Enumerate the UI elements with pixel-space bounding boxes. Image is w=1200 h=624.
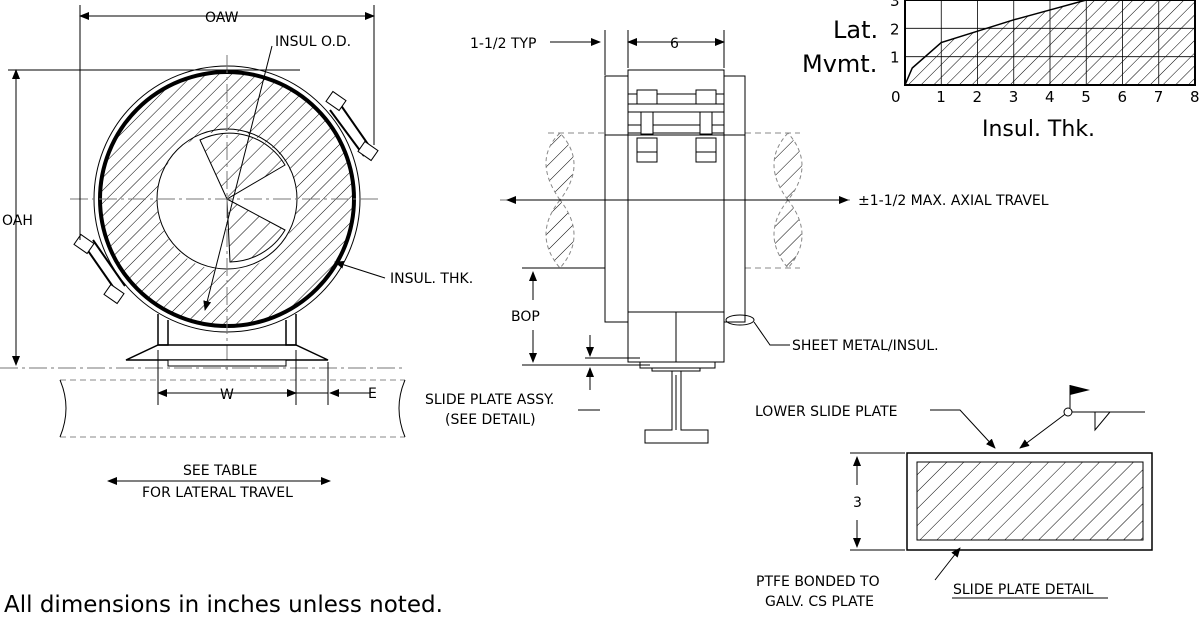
lateral-travel-label: FOR LATERAL TRAVEL [142, 485, 293, 501]
typ-label: 1-1/2 TYP [470, 36, 537, 52]
oaw-label: OAW [205, 10, 239, 26]
section-view [0, 5, 406, 485]
clamp-ear-lower [73, 233, 126, 305]
ptfe-label: PTFE BONDED TO [756, 574, 880, 590]
pipe-section-hatch [199, 132, 286, 200]
graph-frame [904, 0, 1196, 86]
see-detail-label: (SEE DETAIL) [445, 412, 536, 428]
graph-x-tick: 4 [1045, 88, 1055, 106]
graph-x-tick: 8 [1190, 88, 1200, 106]
graph-y-tick: 3 [890, 0, 900, 10]
graph-ylabel-1: Lat. [833, 16, 878, 44]
insulation-section [100, 72, 355, 326]
w-label: W [220, 387, 234, 403]
saddle-base [125, 314, 329, 367]
graph-x-tick: 2 [973, 88, 983, 106]
lower-slide-label: LOWER SLIDE PLATE [755, 404, 898, 420]
see-table-label: SEE TABLE [183, 463, 257, 479]
lateral-movement-curve [903, 0, 1196, 86]
graph-x-tick: 6 [1118, 88, 1128, 106]
slide-assy-label: SLIDE PLATE ASSY. [425, 392, 554, 408]
clamp-ear-upper [325, 90, 379, 162]
three-label: 3 [853, 495, 862, 511]
graph-x-tick: 5 [1081, 88, 1091, 106]
insul-thk-label: INSUL. THK. [390, 271, 473, 287]
graph-y-tick: 2 [890, 20, 900, 38]
graph-y-tick: 1 [890, 49, 900, 67]
graph-x-tick: 1 [936, 88, 946, 106]
bop-label: BOP [511, 309, 540, 325]
galv-label: GALV. CS PLATE [765, 594, 874, 610]
axial-travel-label: ±1-1/2 MAX. AXIAL TRAVEL [858, 193, 1049, 209]
slide-detail-title: SLIDE PLATE DETAIL [953, 582, 1094, 598]
footnote: All dimensions in inches unless noted. [4, 592, 443, 618]
graph-x-tick: 7 [1154, 88, 1164, 106]
graph-xlabel: Insul. Thk. [982, 117, 1095, 142]
slide-plate-detail [850, 385, 1153, 599]
sheet-metal-label: SHEET METAL/INSUL. [792, 338, 939, 354]
insul-od-label: INSUL O.D. [275, 34, 351, 50]
clamp-bolts [636, 89, 717, 163]
graph-x-tick: 0 [891, 88, 901, 106]
graph-ylabel-2: Mvmt. [802, 50, 877, 78]
e-label: E [368, 386, 377, 402]
graph-x-tick: 3 [1009, 88, 1019, 106]
oah-label: OAH [2, 213, 33, 229]
six-label: 6 [670, 36, 679, 52]
elevation-view [500, 30, 850, 444]
lateral-movement-graph: 0 1 2 3 4 5 6 7 8 1 2 3 [890, 0, 1200, 106]
